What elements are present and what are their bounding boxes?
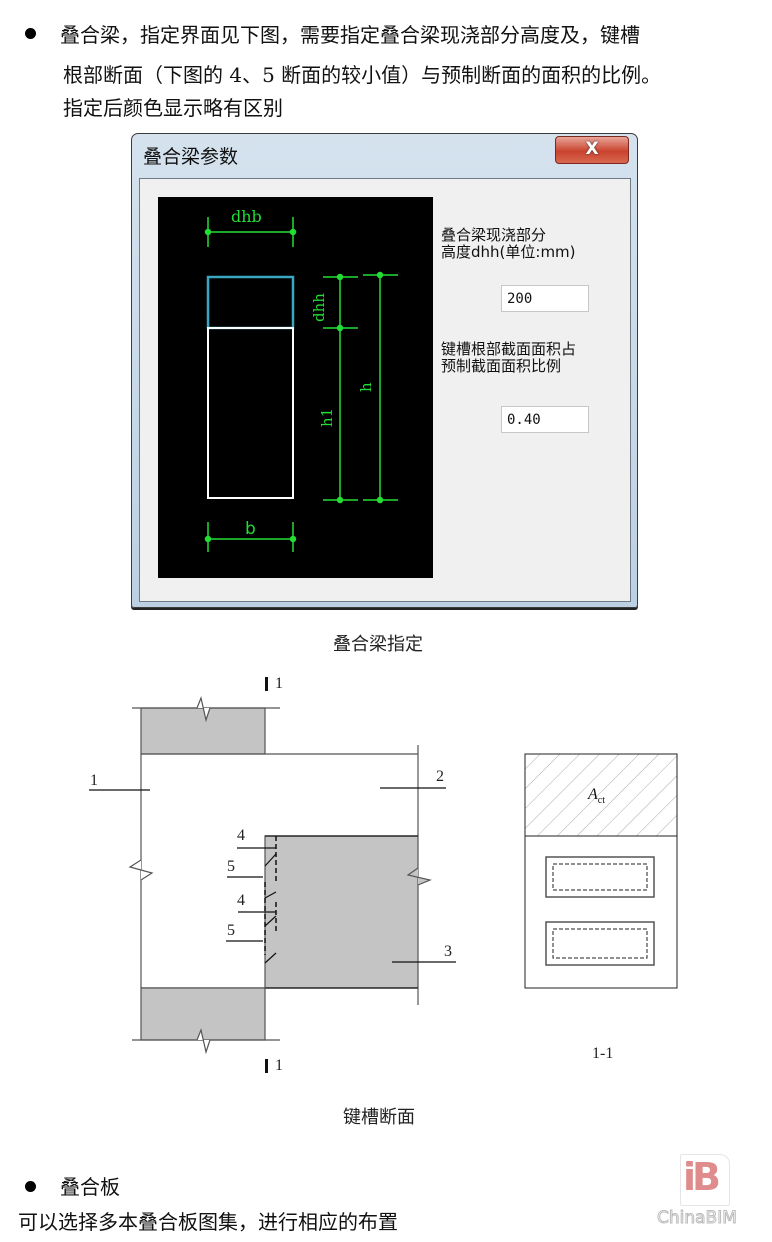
section-mark-top: 1 bbox=[275, 675, 283, 692]
cast-height-input[interactable]: 200 bbox=[501, 285, 589, 312]
beam-section-drawing bbox=[204, 217, 398, 552]
callout-2: 2 bbox=[436, 768, 444, 785]
section-mark-bottom: 1 bbox=[275, 1057, 283, 1074]
callout-5b: 5 bbox=[227, 922, 235, 939]
callout-3: 3 bbox=[444, 943, 452, 960]
dialog-body: dhb dhh h1 h b 叠合梁现浇部分 高度dhh(单位:mm) 200 … bbox=[139, 178, 631, 602]
dim-label-h1: h1 bbox=[318, 407, 336, 427]
watermark-text: ChinaBIM bbox=[657, 1208, 738, 1229]
dim-label-b: b bbox=[245, 519, 256, 539]
bullet-icon bbox=[25, 1181, 36, 1192]
intro-line-1: 叠合梁，指定界面见下图，需要指定叠合梁现浇部分高度及，键槽 bbox=[60, 23, 640, 47]
logo-icon bbox=[680, 1154, 730, 1206]
composite-beam-dialog: 叠合梁参数 X bbox=[131, 133, 638, 608]
dim-label-dhh: dhh bbox=[310, 293, 328, 322]
section2-body: 可以选择多本叠合板图集，进行相应的布置 bbox=[18, 1210, 398, 1234]
area-label-act: Act bbox=[588, 786, 605, 807]
intro-line-2: 根部断面（下图的 4、5 断面的较小值）与预制断面的面积的比例。 bbox=[63, 63, 662, 87]
key-slot-ratio-input[interactable]: 0.40 bbox=[501, 406, 589, 433]
section-title-1-1: 1-1 bbox=[592, 1045, 614, 1062]
section-diagram: dhb dhh h1 h b bbox=[158, 197, 433, 578]
callout-4a: 4 bbox=[237, 827, 245, 844]
key-slot-ratio-label: 键槽根部截面面积占 预制截面面积比例 bbox=[441, 340, 577, 375]
section-1-1-drawing bbox=[524, 753, 678, 989]
close-button[interactable]: X bbox=[555, 136, 629, 164]
figure1-caption: 叠合梁指定 bbox=[333, 634, 423, 655]
key-slot-section-drawing bbox=[89, 677, 456, 1073]
chinabim-watermark: iB ChinaBIM bbox=[655, 1152, 765, 1232]
figure2-caption: 键槽断面 bbox=[343, 1107, 415, 1128]
dim-label-dhb: dhb bbox=[231, 207, 262, 226]
logo-glyph: iB bbox=[683, 1155, 721, 1199]
dim-label-h: h bbox=[357, 382, 375, 392]
intro-line-3: 指定后颜色显示略有区别 bbox=[63, 96, 283, 120]
section2-heading: 叠合板 bbox=[60, 1175, 120, 1199]
callout-1: 1 bbox=[90, 772, 98, 789]
cast-height-label: 叠合梁现浇部分 高度dhh(单位:mm) bbox=[441, 226, 576, 261]
callout-4b: 4 bbox=[237, 892, 245, 909]
dialog-title: 叠合梁参数 bbox=[143, 146, 239, 168]
bullet-icon bbox=[25, 28, 36, 39]
callout-5a: 5 bbox=[227, 858, 235, 875]
